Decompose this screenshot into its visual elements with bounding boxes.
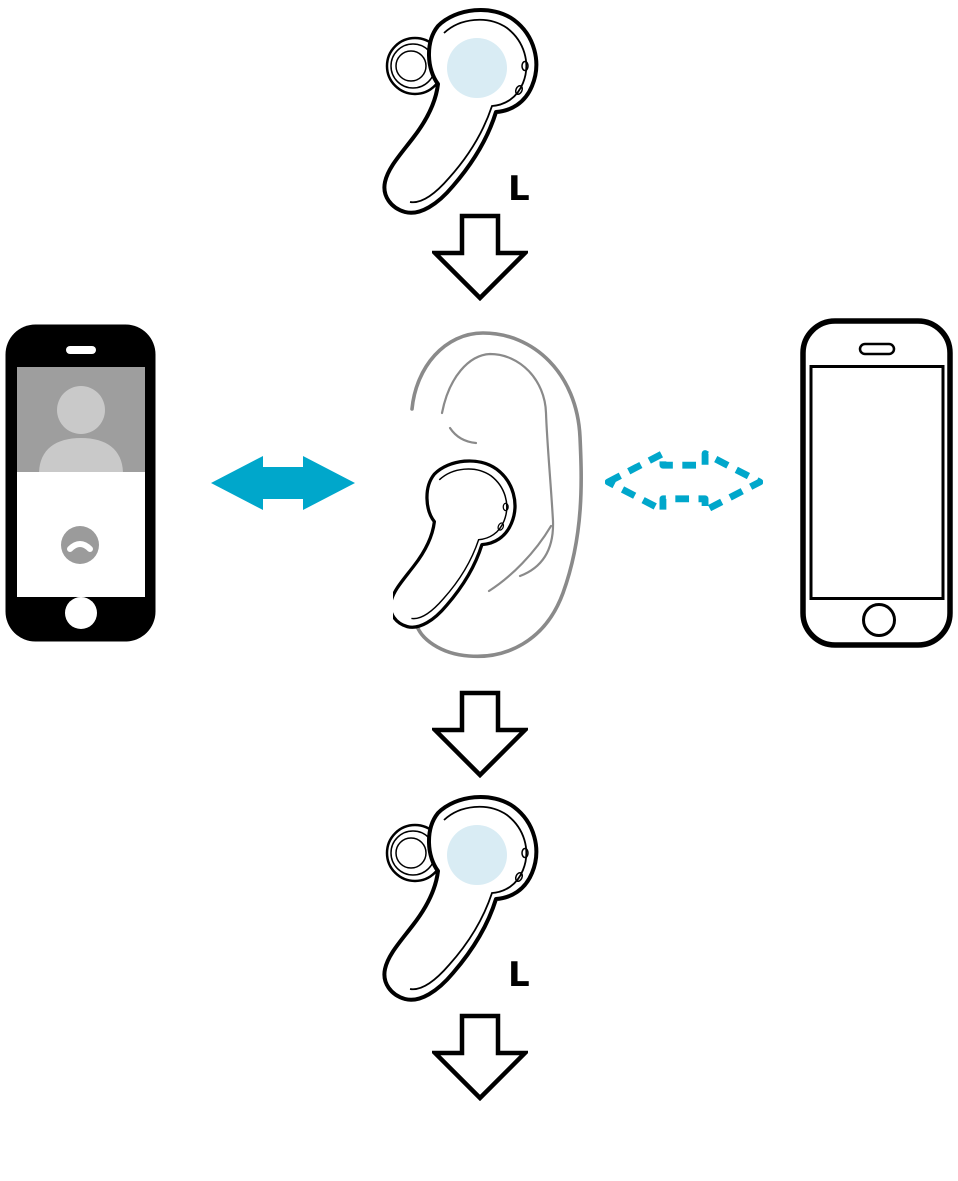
down-arrow-icon: [432, 690, 528, 778]
left-earbud-icon: [382, 794, 539, 1002]
left-earbud-icon: [382, 7, 539, 215]
down-arrow-icon: [432, 213, 528, 301]
solid-double-arrow-icon: [211, 456, 355, 510]
caller-silhouette-icon: [39, 386, 123, 472]
caller-photo: [17, 367, 145, 472]
phone-speaker: [66, 346, 96, 354]
home-button: [65, 597, 97, 629]
phone-screen: [809, 365, 945, 600]
ear-with-earbud-icon: [393, 331, 583, 659]
phone-speaker: [858, 342, 896, 356]
dashed-double-arrow-icon: [605, 450, 763, 514]
left-earbud-label: L: [508, 955, 530, 995]
down-arrow-icon: [432, 1013, 528, 1101]
home-button: [862, 603, 896, 637]
inserted-earbud: [393, 459, 517, 629]
left-earbud-label: L: [508, 169, 530, 209]
touch-pad: [447, 38, 507, 98]
outline-phone-icon: [800, 318, 953, 648]
calling-phone-icon: [5, 324, 156, 642]
touch-pad: [447, 825, 507, 885]
call-button-icon: [61, 526, 99, 564]
ear-outline: [410, 331, 583, 659]
